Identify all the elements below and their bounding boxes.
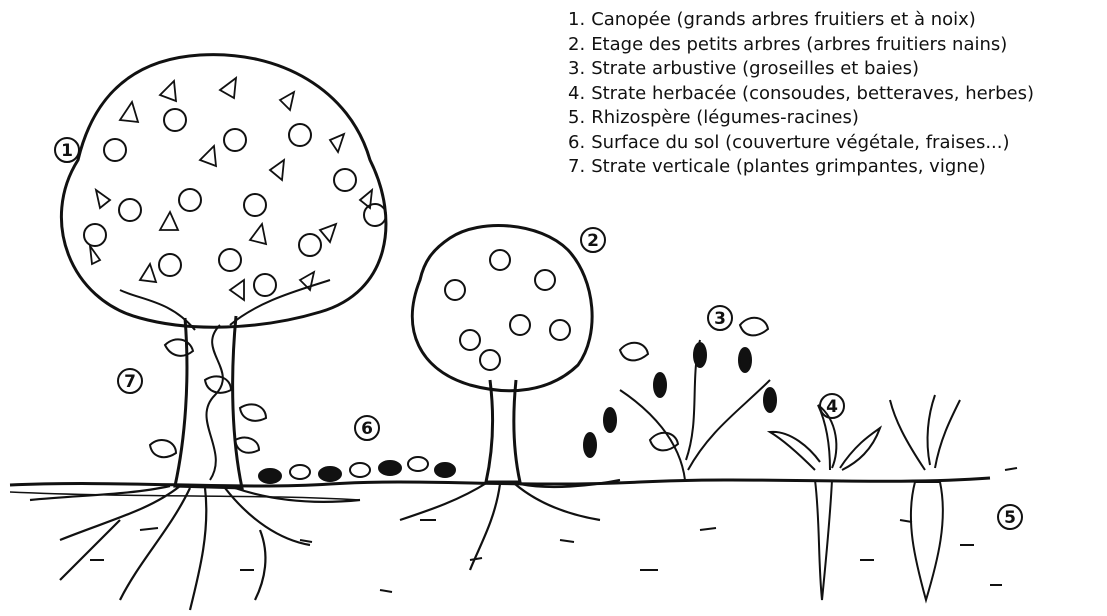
ground-cover-plants — [259, 457, 455, 483]
layer-legend: 1. Canopée (grands arbres fruitiers et à … — [568, 8, 1034, 180]
marker-5: 5 — [998, 505, 1022, 529]
legend-item-6: 6. Surface du sol (couverture végétale, f… — [568, 131, 1034, 156]
legend-text: Rhizospère (légumes-racines) — [591, 107, 859, 128]
legend-number: 7. — [568, 156, 585, 177]
marker-2-label: 2 — [587, 231, 599, 251]
climbing-vine — [150, 325, 266, 480]
legend-number: 6. — [568, 132, 585, 153]
marker-3-label: 3 — [714, 309, 726, 329]
marker-1-label: 1 — [61, 141, 73, 161]
legend-number: 3. — [568, 58, 585, 79]
legend-item-1: 1. Canopée (grands arbres fruitiers et à … — [568, 8, 1034, 33]
marker-5-label: 5 — [1004, 508, 1016, 528]
marker-6-label: 6 — [361, 419, 373, 439]
marker-7-label: 7 — [124, 372, 136, 392]
marker-2: 2 — [581, 228, 605, 252]
legend-text: Canopée (grands arbres fruitiers et à no… — [591, 9, 976, 30]
marker-6: 6 — [355, 416, 379, 440]
herbaceous-plant — [770, 405, 880, 600]
legend-item-3: 3. Strate arbustive (groseilles et baies) — [568, 57, 1034, 82]
legend-item-2: 2. Etage des petits arbres (arbres fruiti… — [568, 33, 1034, 58]
legend-text: Strate arbustive (groseilles et baies) — [591, 58, 919, 79]
small-tree — [400, 226, 620, 571]
root-vegetable — [890, 395, 960, 600]
ground — [10, 468, 1017, 592]
legend-item-5: 5. Rhizospère (légumes-racines) — [568, 106, 1034, 131]
legend-number: 2. — [568, 34, 585, 55]
legend-item-7: 7. Strate verticale (plantes grimpantes, … — [568, 155, 1034, 180]
marker-4-label: 4 — [826, 397, 838, 417]
marker-1: 1 — [55, 138, 79, 162]
legend-item-4: 4. Strate herbacée (consoudes, betteraves… — [568, 82, 1034, 107]
legend-text: Etage des petits arbres (arbres fruitier… — [591, 34, 1007, 55]
legend-number: 1. — [568, 9, 585, 30]
legend-number: 5. — [568, 107, 585, 128]
shrub — [584, 318, 776, 480]
legend-number: 4. — [568, 83, 585, 104]
canopy-tree — [30, 55, 386, 610]
legend-text: Strate verticale (plantes grimpantes, vi… — [591, 156, 986, 177]
marker-7: 7 — [118, 369, 142, 393]
legend-text: Surface du sol (couverture végétale, fra… — [591, 132, 1009, 153]
marker-3: 3 — [708, 306, 732, 330]
marker-4: 4 — [820, 394, 844, 418]
legend-text: Strate herbacée (consoudes, betteraves, … — [591, 83, 1034, 104]
